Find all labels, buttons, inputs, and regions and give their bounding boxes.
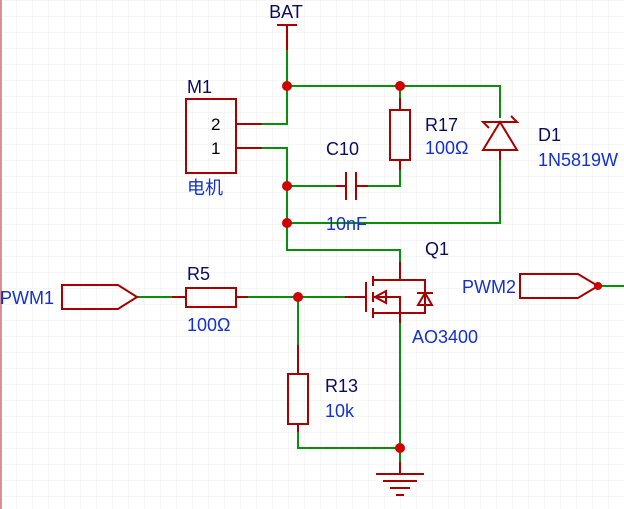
q1-value: AO3400	[412, 327, 478, 347]
junction-dot	[282, 218, 292, 228]
junctions	[282, 81, 602, 453]
bat-label: BAT	[269, 2, 303, 22]
m1-designator: M1	[187, 77, 212, 97]
r5-value: 100Ω	[187, 315, 231, 335]
d1-designator: D1	[538, 125, 561, 145]
c10-capacitor[interactable]: C10 10nF	[326, 139, 368, 234]
m1-pin2-label: 2	[211, 115, 220, 134]
d1-schottky-diode[interactable]: D1 1N5819W	[480, 115, 618, 170]
bat-power-symbol[interactable]: BAT	[269, 2, 303, 50]
q1-designator: Q1	[425, 239, 449, 259]
junction-dot	[282, 81, 292, 91]
r13-resistor[interactable]: R13 10k	[287, 345, 358, 432]
pwm1-net-port[interactable]: PWM1	[0, 284, 139, 310]
pwm2-net-port[interactable]: PWM2	[462, 273, 600, 299]
junction-dot	[395, 81, 405, 91]
ground-symbol[interactable]	[376, 462, 424, 496]
r17-designator: R17	[425, 115, 458, 135]
r17-resistor[interactable]: R17 100Ω	[389, 98, 469, 170]
m1-motor-connector[interactable]: M1 2 1 电机	[185, 77, 262, 198]
c10-value: 10nF	[326, 214, 367, 234]
c10-designator: C10	[326, 139, 359, 159]
m1-name: 电机	[187, 178, 223, 198]
r5-designator: R5	[187, 264, 210, 284]
wires	[137, 50, 624, 462]
d1-value: 1N5819W	[538, 150, 618, 170]
q1-nmosfet[interactable]: Q1 AO3400	[345, 239, 478, 347]
m1-pin1-label: 1	[211, 139, 220, 158]
r13-value: 10k	[325, 401, 355, 421]
pwm2-label: PWM2	[462, 277, 516, 297]
junction-dot	[293, 292, 303, 302]
r13-designator: R13	[325, 376, 358, 396]
junction-dot	[395, 443, 405, 453]
junction-dot	[282, 181, 292, 191]
r5-resistor[interactable]: R5 100Ω	[172, 264, 248, 335]
junction-dot	[594, 282, 602, 290]
r17-value: 100Ω	[425, 138, 469, 158]
pwm1-label: PWM1	[0, 288, 54, 308]
